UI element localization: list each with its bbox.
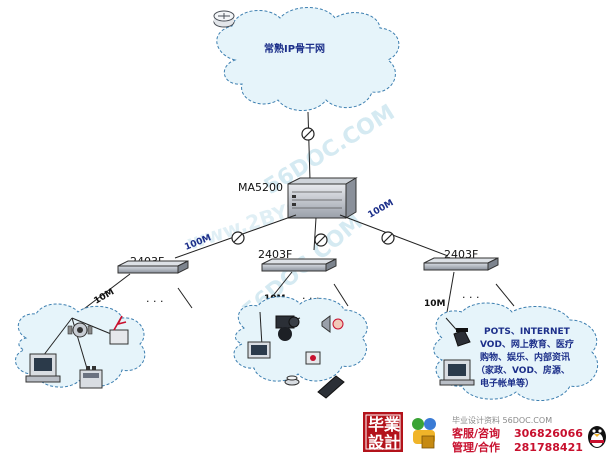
link-connector-icon bbox=[301, 127, 315, 141]
link-connector-icon bbox=[381, 231, 395, 245]
right-drop-speed: 10M bbox=[424, 299, 446, 309]
user-cloud-left bbox=[15, 303, 146, 389]
speaker-icon bbox=[321, 315, 344, 333]
computer-icon bbox=[25, 353, 61, 383]
right-ellipsis: . . . bbox=[462, 288, 479, 301]
footer-site: 毕业设计资料 56DOC.COM bbox=[452, 415, 552, 425]
backbone-cloud-label: 常熟IP骨干网 bbox=[264, 42, 325, 55]
link-connector-icon bbox=[231, 231, 245, 245]
service-line-4: （家政、VOD、房源、 bbox=[476, 364, 570, 376]
smoke-sensor-icon bbox=[284, 375, 300, 386]
seal-logo: 毕業 設計 bbox=[363, 412, 403, 452]
right-uplink-speed: 100M bbox=[367, 198, 396, 221]
core-node-label: MA5200 bbox=[238, 181, 283, 194]
seal-bottom: 設計 bbox=[368, 433, 400, 452]
tv-icon bbox=[247, 341, 271, 359]
backbone-link bbox=[307, 111, 311, 181]
footer-service-number: 306826066 bbox=[514, 427, 583, 440]
access-switch-middle: 2403F bbox=[258, 248, 337, 272]
footer-branding: 毕業 設計 毕业设计资料 56DOC.COM 客服/咨询 306826066 管… bbox=[363, 412, 606, 454]
access-node-label-2: 2403F bbox=[258, 248, 292, 261]
camera-icon bbox=[275, 315, 300, 341]
user-cloud-middle bbox=[233, 296, 368, 399]
webcam-icon bbox=[67, 322, 93, 338]
user-cloud-right: POTS、INTERNET VOD、网上教育、医疗 购物、娱乐、内部资讯 （家政… bbox=[433, 302, 598, 402]
right-drop bbox=[445, 271, 455, 319]
service-line-1: POTS、INTERNET bbox=[484, 327, 571, 337]
keyboard-icon bbox=[317, 375, 345, 399]
service-line-5: 电子帐单等） bbox=[480, 377, 534, 389]
backbone-cloud: 常熟IP骨干网 bbox=[213, 7, 400, 111]
left-drop-speed: 10M bbox=[93, 287, 117, 306]
access-switch-left: 2403F bbox=[117, 255, 189, 274]
left-ellipsis: . . . bbox=[146, 292, 163, 305]
core-router-icon bbox=[287, 177, 358, 219]
link-connector-icon bbox=[314, 233, 328, 247]
computer-icon bbox=[439, 359, 475, 386]
service-line-2: VOD、网上教育、医疗 bbox=[480, 338, 574, 350]
seal-top: 毕業 bbox=[368, 415, 401, 434]
footer-manage-label: 管理/合作 bbox=[452, 440, 500, 454]
modem-icon bbox=[109, 315, 129, 345]
access-switch-right: 2403F bbox=[423, 248, 499, 271]
footer-service-label: 客服/咨询 bbox=[451, 426, 500, 440]
alarm-icon bbox=[305, 351, 321, 365]
footer-manage-number: 281788421 bbox=[514, 441, 583, 454]
penguin-icon bbox=[588, 426, 606, 448]
phone-icon bbox=[79, 366, 103, 389]
middle-uplink bbox=[313, 217, 317, 251]
router-icon bbox=[213, 10, 235, 28]
phone-icon bbox=[453, 328, 471, 347]
service-line-3: 购物、娱乐、内部资讯 bbox=[480, 351, 570, 363]
chat-users-icon bbox=[412, 418, 436, 449]
